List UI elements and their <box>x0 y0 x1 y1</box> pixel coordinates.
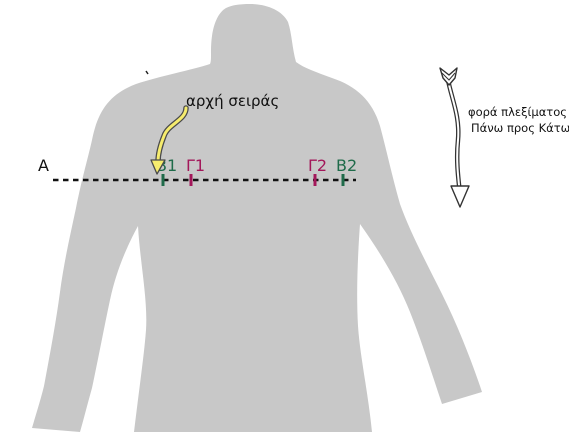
marker-g1-label: Γ1 <box>186 156 205 175</box>
knit-direction-shaft <box>447 79 461 195</box>
knit-direction-line2: Πάνω προς Κάτω <box>471 121 569 135</box>
body-silhouette <box>32 4 482 432</box>
row-label-a: A <box>38 156 49 175</box>
shoulder-tick <box>145 70 149 75</box>
row-start-arrow-head <box>150 159 166 175</box>
knit-direction-tail-inner <box>441 72 456 81</box>
row-start-label: αρχή σειράς <box>186 92 279 110</box>
row-start-arrow-shaft-fill <box>156 106 188 164</box>
knit-direction-line1: φορά πλεξίματος <box>468 105 567 119</box>
knit-direction-tail <box>439 67 458 86</box>
marker-g2-label: Γ2 <box>308 156 327 175</box>
marker-b2-label: B2 <box>336 156 357 175</box>
knit-direction-arrow <box>439 67 470 208</box>
knit-direction-head <box>450 185 470 208</box>
row-start-arrow <box>150 105 189 175</box>
